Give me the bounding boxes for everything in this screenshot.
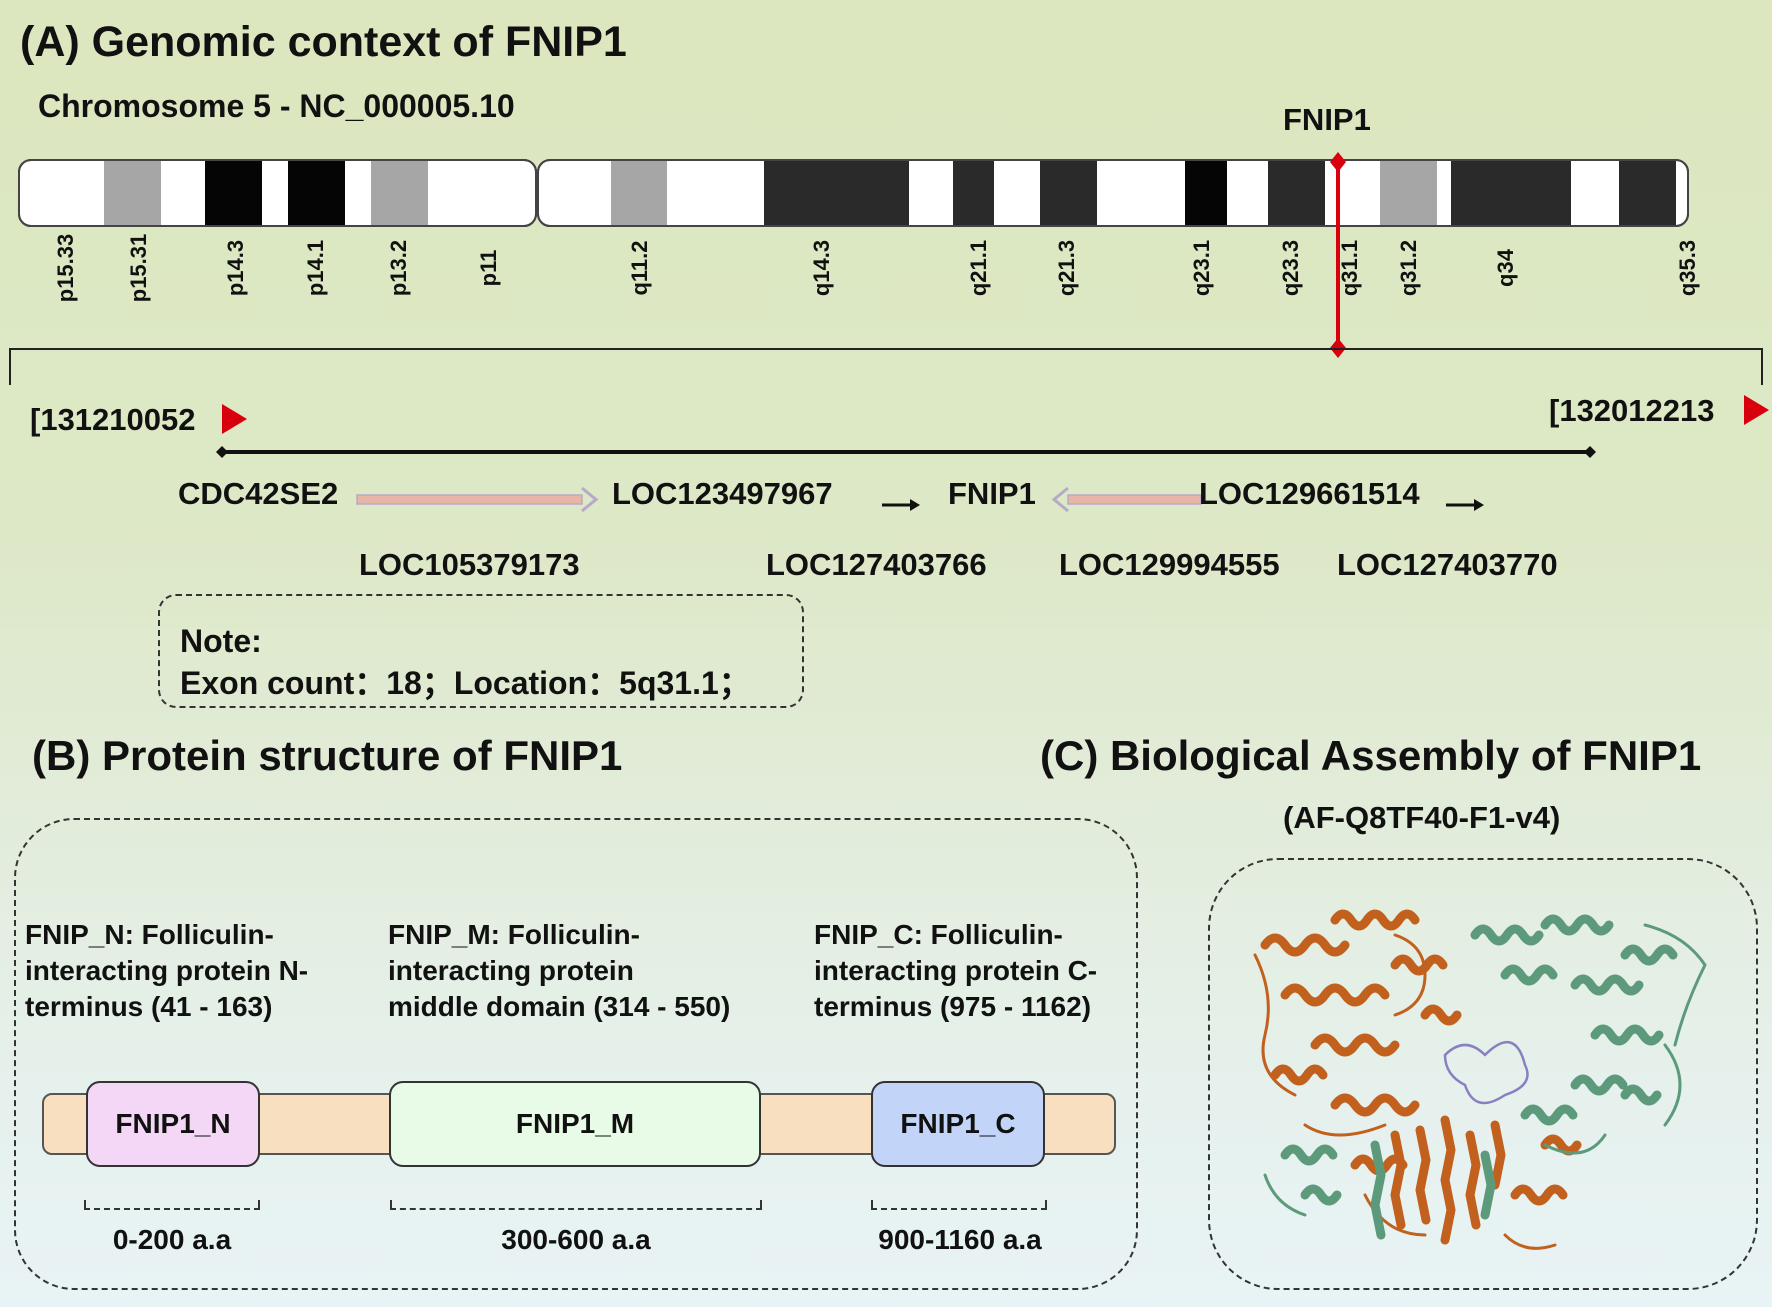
chain-a-loops [1253, 933, 1557, 1250]
gene-loc105379173: LOC105379173 [359, 547, 580, 582]
gene-loc129994555: LOC129994555 [1059, 547, 1280, 582]
chain-b-loops [1263, 923, 1707, 1217]
band-q21-1 [953, 161, 994, 225]
band-label: q23.3 [1278, 239, 1303, 297]
fnip-c-description: FNIP_C: Folliculin- interacting protein … [814, 919, 1098, 1022]
band-label: q31.2 [1396, 239, 1421, 297]
gene-loc123497967: LOC123497967 [612, 476, 833, 511]
band-label: q11.2 [627, 240, 652, 296]
p-arm [18, 159, 537, 227]
band-label: q35.3 [1675, 239, 1700, 297]
cdc42se2-arrow [356, 486, 599, 513]
gene-loc127403770: LOC127403770 [1337, 547, 1558, 582]
gene-loc129661514: LOC129661514 [1199, 476, 1420, 511]
note-title: Note: [180, 623, 262, 659]
loc129661514-arrow [1051, 486, 1202, 513]
start-coord-arrow [222, 404, 247, 434]
range-bracket-m [390, 1200, 762, 1210]
chain-a-helices [1260, 909, 1582, 1245]
panel-c-subtitle: (AF-Q8TF40-F1-v4) [1283, 800, 1561, 835]
fnip1-marker-label: FNIP1 [1283, 102, 1371, 137]
band-p13-2 [371, 161, 428, 225]
panel-a-title: (A) Genomic context of FNIP1 [20, 18, 627, 66]
band-label: q23.1 [1189, 239, 1214, 297]
band-label: q21.1 [966, 239, 991, 297]
band-label: p13.2 [386, 239, 411, 297]
band-q21-3 [1040, 161, 1097, 225]
domain-fnip1-m: FNIP1_M [389, 1081, 761, 1167]
chromosome-ideogram [9, 152, 1769, 513]
band-p14-1 [288, 161, 345, 225]
band-q14-3 [764, 161, 909, 225]
band-label: p11 [476, 249, 501, 287]
fnip-m-description: FNIP_M: Folliculin- interacting protein … [388, 919, 731, 1022]
band-q35-2 [1619, 161, 1676, 225]
band-p14-3 [205, 161, 262, 225]
chain-b-helices [1280, 914, 1678, 1240]
gene-fnip1: FNIP1 [948, 476, 1036, 511]
band-label: q34 [1493, 249, 1518, 287]
range-bracket-n [84, 1200, 260, 1210]
band-q23-1 [1185, 161, 1227, 225]
fnip-n-description: FNIP_N: Folliculin- interacting protein … [25, 919, 309, 1022]
gene-loc127403766: LOC127403766 [766, 547, 987, 582]
band-q34 [1451, 161, 1571, 225]
loc129661514-direction-arrow [1446, 499, 1484, 511]
band-label: p14.3 [223, 239, 248, 297]
chromosome-label: Chromosome 5 - NC_000005.10 [38, 88, 515, 124]
band-p15-31 [104, 161, 161, 225]
band-label: p15.31 [126, 233, 151, 303]
note-box: Note: Exon count：18；Location：5q31.1； [158, 594, 804, 708]
panel-c-title: (C) Biological Assembly of FNIP1 [1040, 732, 1702, 779]
band-q23-3 [1268, 161, 1325, 225]
end-coord-arrow [1744, 395, 1769, 425]
domain-fnip1-c: FNIP1_C [871, 1081, 1045, 1167]
zoom-bracket [9, 348, 1763, 385]
gene-cdc42se2: CDC42SE2 [178, 476, 339, 511]
band-label: p15.33 [53, 233, 78, 303]
disordered-loop [1443, 1040, 1529, 1105]
protein-assembly-structure [1253, 909, 1707, 1250]
range-bracket-c [871, 1200, 1047, 1210]
band-q11-2 [611, 161, 667, 225]
start-coordinate: [131210052 [30, 402, 196, 437]
band-label: q21.3 [1054, 239, 1079, 297]
range-label-c: 900-1160 a.a [878, 1224, 1042, 1255]
note-text: Exon count：18；Location：5q31.1； [180, 665, 751, 701]
band-label: q14.3 [809, 239, 834, 297]
fnip1-marker-top-diamond [1330, 152, 1346, 172]
range-label-m: 300-600 a.a [501, 1224, 651, 1255]
band-label: p14.1 [303, 239, 328, 297]
loc123497967-direction-arrow [882, 499, 920, 511]
band-q31-2 [1380, 161, 1437, 225]
end-coordinate: [132012213 [1549, 393, 1715, 428]
panel-b-title: (B) Protein structure of FNIP1 [32, 732, 623, 779]
protein-structure-box [14, 818, 1138, 1290]
range-label-n: 0-200 a.a [112, 1224, 232, 1255]
domain-fnip1-n: FNIP1_N [86, 1081, 260, 1167]
assembly-box [1208, 858, 1758, 1290]
band-label: q31.1 [1337, 239, 1362, 297]
